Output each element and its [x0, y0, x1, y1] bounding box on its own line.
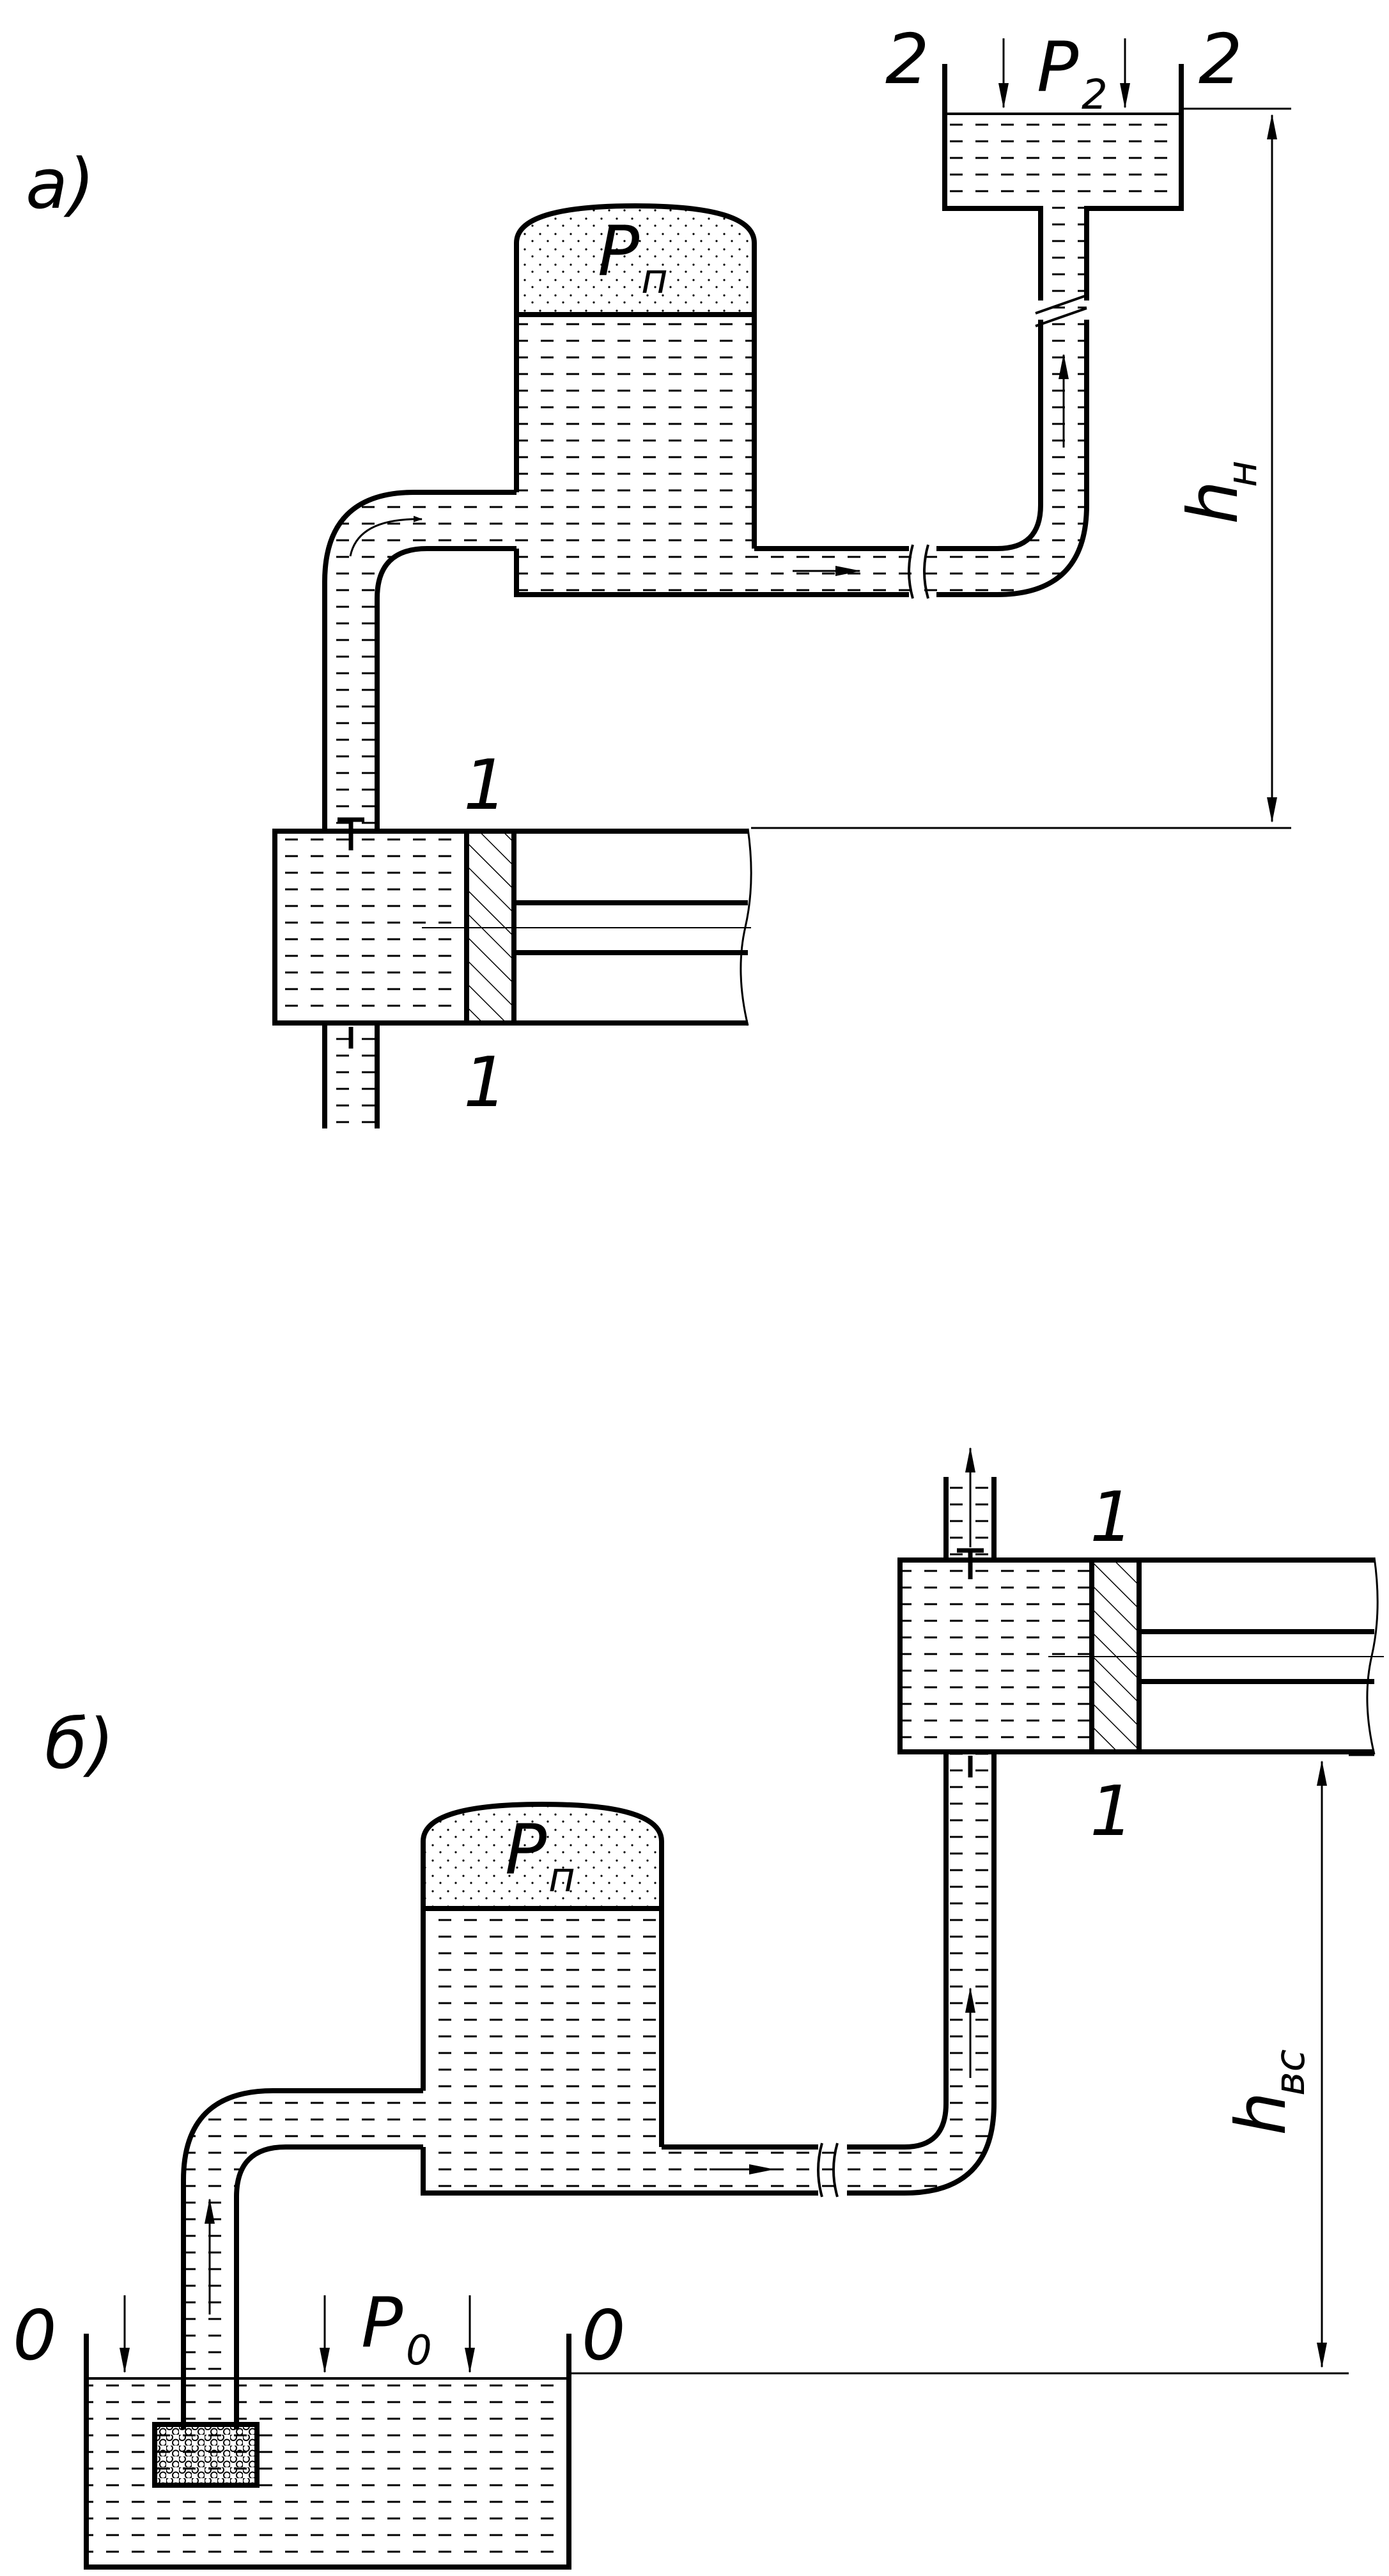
pump-cylinder-b-break	[1366, 1557, 1379, 1755]
section-label-b-0-left: 0	[13, 2296, 57, 2376]
upper-reservoir-liquid	[945, 114, 1181, 208]
panel-label-b: б)	[45, 1705, 114, 1784]
tank-to-chamber-pipe-inner	[234, 2144, 423, 2430]
diagram-a: а) 2 2 P 2 P п 1 1 h н	[26, 20, 1291, 1128]
air-chamber-label-a: P	[598, 212, 639, 292]
suction-filter	[152, 2422, 260, 2488]
section-label-a-1-top: 1	[463, 745, 508, 825]
suction-pipe-a	[322, 1023, 380, 1128]
horizontal-pipe-b	[662, 2144, 818, 2196]
height-label-a: h	[1174, 481, 1253, 524]
pressure-label-b-p0: P	[361, 2283, 403, 2363]
pump-to-chamber-pipe-inner	[375, 546, 516, 831]
height-label-b: h	[1222, 2092, 1301, 2135]
section-label-a-2-right: 2	[1199, 20, 1243, 100]
pipe-break-b	[817, 2143, 839, 2197]
lower-tank	[84, 2334, 571, 2570]
pipe-break-a	[908, 544, 929, 599]
section-label-b-0-right: 0	[582, 2296, 626, 2376]
height-label-b-group: h вс	[1222, 2049, 1314, 2135]
section-label-a-1-bottom: 1	[463, 1043, 508, 1123]
piston-rod-a	[514, 900, 748, 955]
air-chamber-a-liquid	[516, 315, 754, 595]
discharge-pipe-break	[1035, 294, 1087, 327]
panel-label-a: а)	[26, 144, 95, 224]
air-chamber-b-gas	[423, 1804, 662, 1909]
discharge-valve-b	[957, 1548, 984, 1579]
diagram-b: б) 1 1 P п 0 0 P 0 h вс	[13, 1447, 1384, 2570]
air-chamber-label-b-sub: п	[548, 1854, 575, 1901]
height-label-a-sub: н	[1219, 460, 1266, 487]
air-chamber-a-gas	[516, 206, 754, 315]
section-label-b-1-top: 1	[1090, 1478, 1134, 1557]
pressure-label-a-p2-sub: 2	[1082, 72, 1108, 119]
air-chamber-b-liquid	[423, 1909, 662, 2193]
suction-pipe-b-outer	[847, 1752, 997, 2196]
height-label-a-group: h н	[1174, 460, 1266, 524]
flow-arrow-elbow-a	[349, 515, 423, 557]
pump-to-chamber-pipe-liquid	[325, 492, 516, 831]
section-label-b-1-bottom: 1	[1090, 1772, 1134, 1852]
suction-pipe-a-liquid	[325, 1023, 377, 1128]
pressure-label-a-p2: P	[1037, 27, 1078, 107]
height-label-b-sub: вс	[1267, 2049, 1314, 2096]
suction-pipe-b-liquid	[831, 1752, 994, 2193]
air-chamber-label-b: P	[505, 1810, 547, 1890]
air-chamber-b	[421, 1801, 664, 2196]
discharge-valve-a	[338, 817, 364, 850]
pump-to-chamber-pipe-outer	[322, 490, 516, 831]
discharge-pipe-inner-wall	[936, 320, 1043, 551]
pressure-label-b-p0-sub: 0	[406, 2327, 432, 2375]
tank-to-chamber-pipe-outer	[181, 2088, 423, 2430]
pump-cylinder-a-break	[740, 828, 752, 1026]
air-chamber-label-a-sub: п	[641, 256, 668, 303]
outlet-pipe-b	[943, 1477, 997, 1560]
discharge-pipe-liquid	[920, 208, 1087, 595]
air-chamber-a	[514, 203, 757, 597]
discharge-pipe-outer-wall	[936, 320, 1089, 597]
section-label-a-2-left: 2	[885, 20, 929, 100]
piston-rod-b	[1139, 1629, 1374, 1684]
horizontal-pipe-a	[754, 546, 909, 597]
suction-pipe-b-inner	[847, 1752, 949, 2150]
